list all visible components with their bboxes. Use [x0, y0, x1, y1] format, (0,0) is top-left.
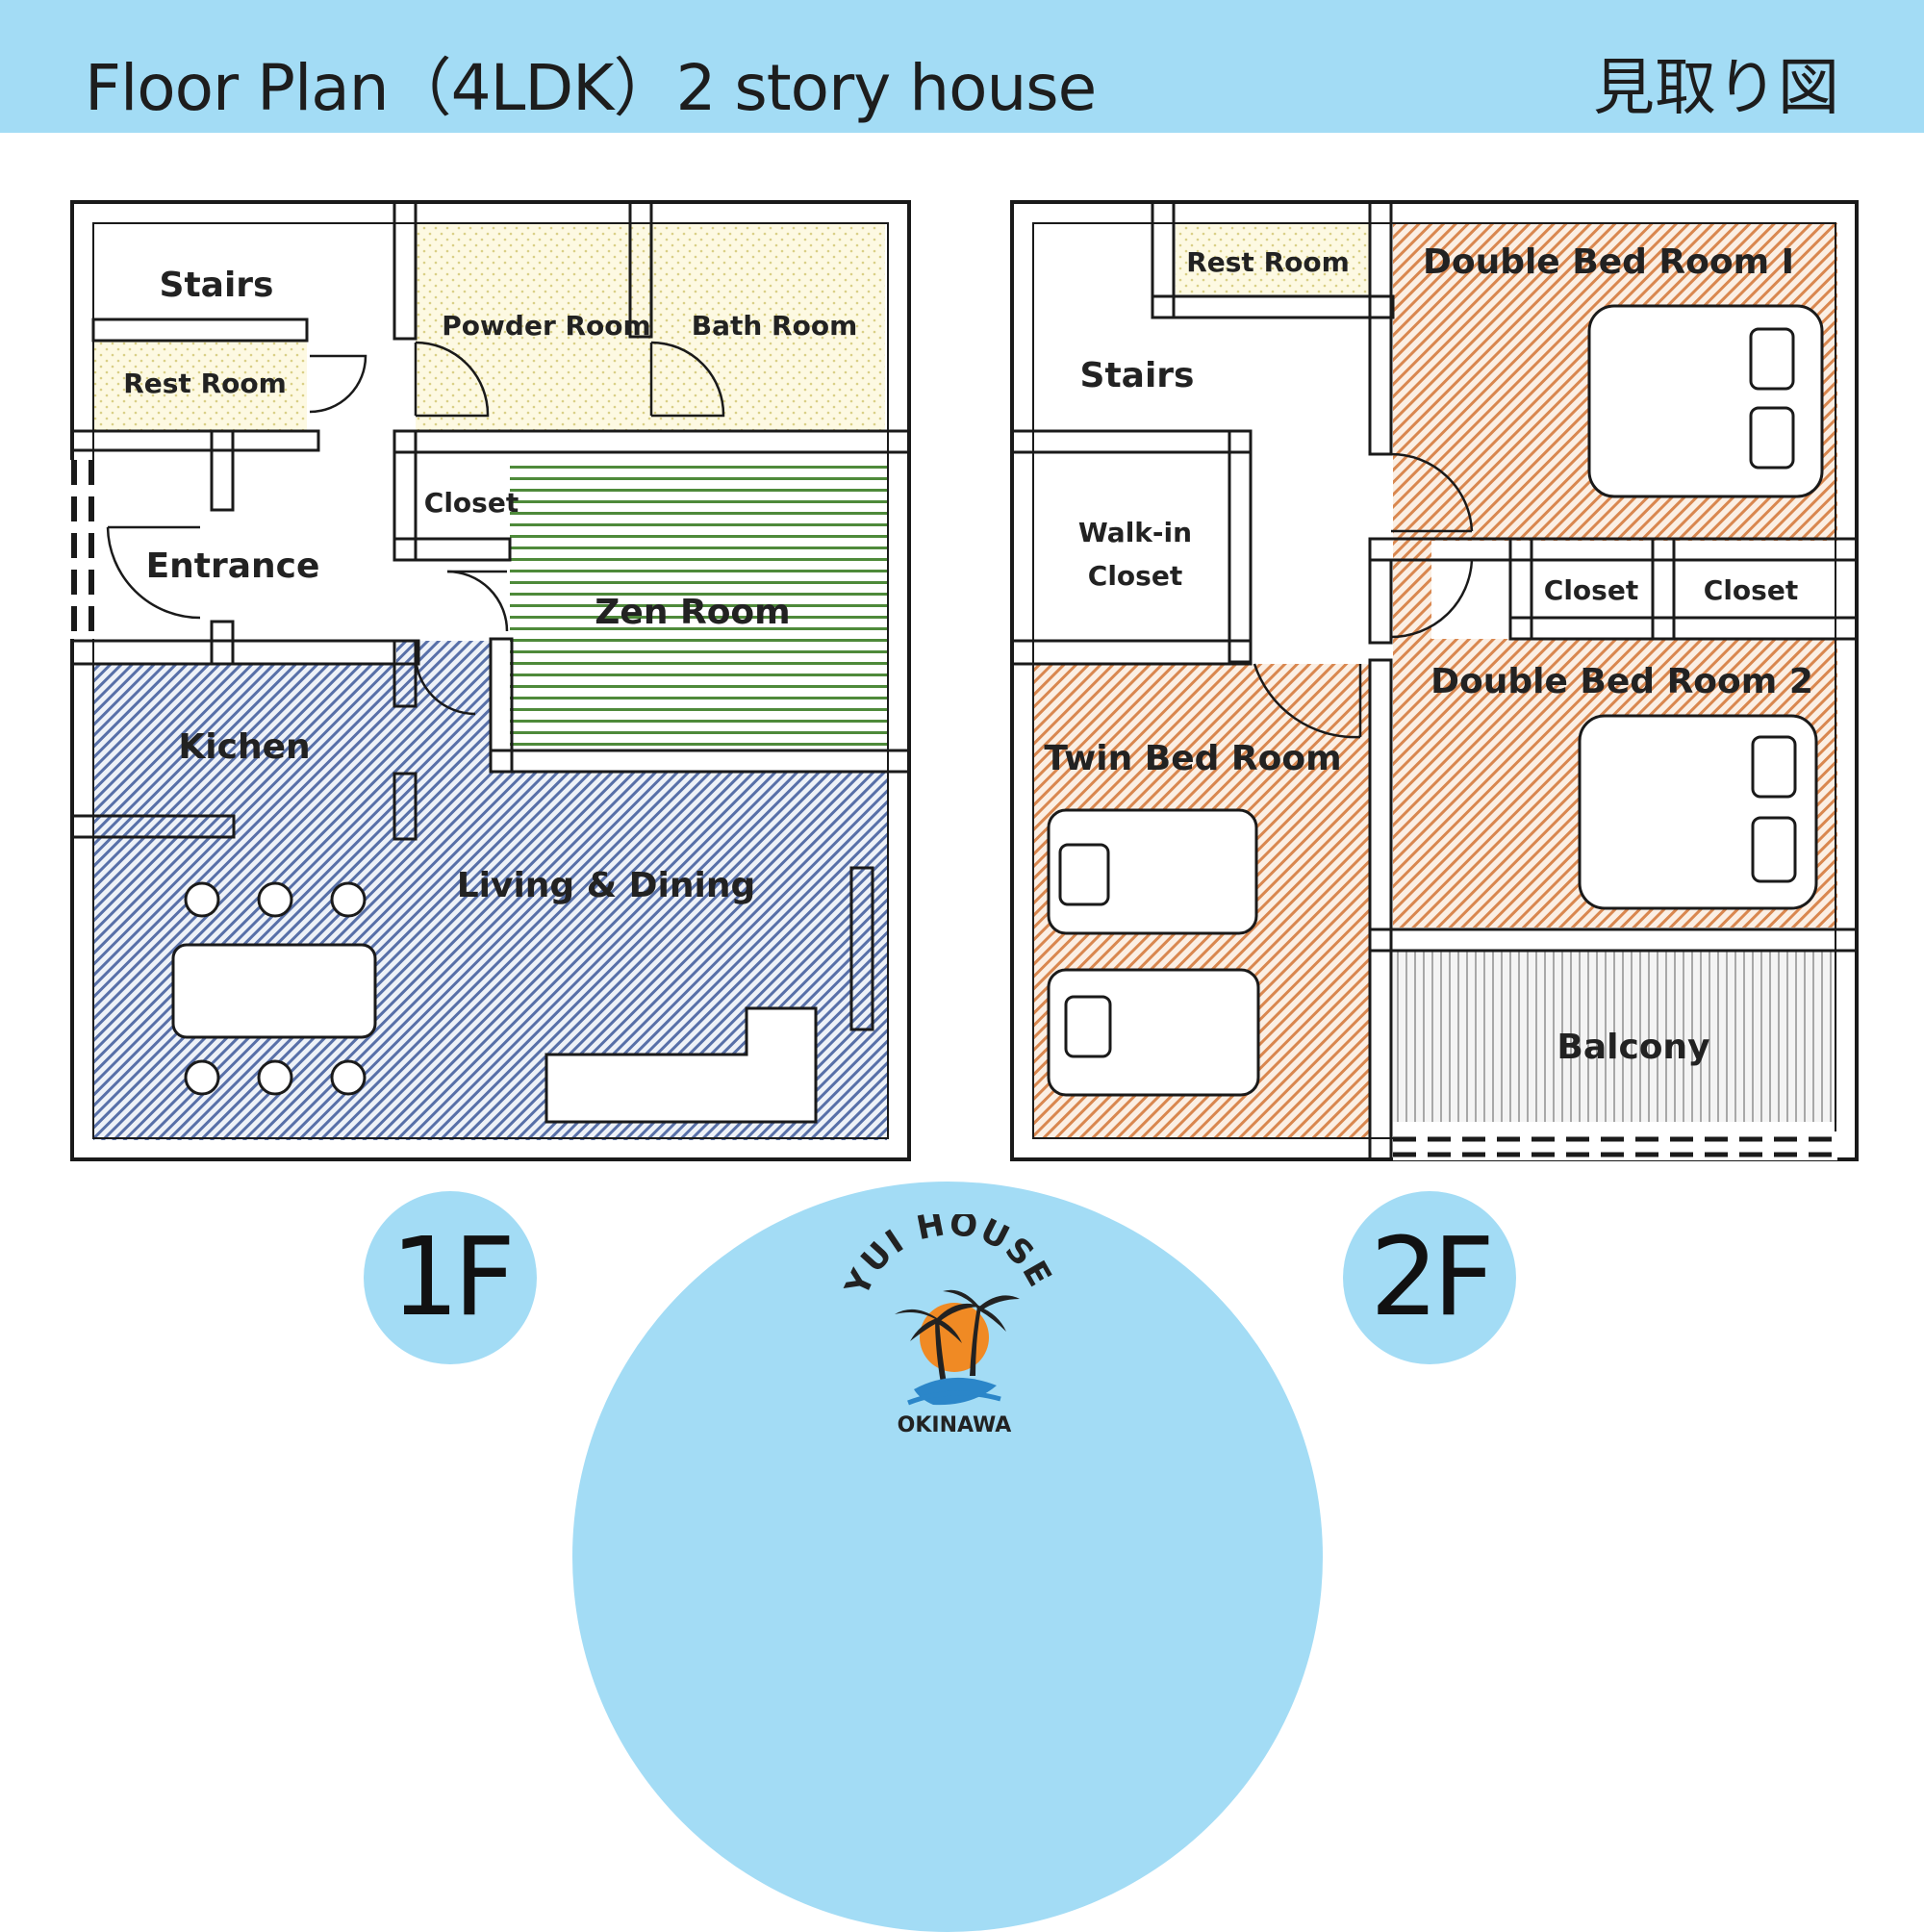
label-kitchen: Kichen: [178, 727, 310, 767]
page-title: Floor Plan（4LDK）2 story house: [85, 51, 1097, 125]
label-zen-room: Zen Room: [595, 593, 790, 632]
floor-2-badge: 2F: [1343, 1191, 1516, 1364]
label-double-bed-1: Double Bed Room Ⅰ: [1423, 242, 1794, 282]
logo-location-text: OKINAWA: [898, 1413, 1012, 1437]
label-closet-2f-a: Closet: [1544, 574, 1638, 606]
rest-room-2f-fill: [1176, 223, 1370, 294]
label-walk-in-line2: Closet: [1088, 560, 1182, 592]
label-living-dining: Living & Dining: [457, 866, 756, 905]
floor-plan-drawing: Stairs Rest Room Powder Room Bath Room C…: [67, 200, 1859, 1161]
zen-room-fill: [510, 460, 887, 749]
palm-tree-icon: [895, 1289, 1020, 1384]
balcony-fill: [1393, 951, 1837, 1122]
floor-2-plan: Rest Room Double Bed Room Ⅰ Stairs Walk-…: [1010, 200, 1859, 1161]
header-bar: Floor Plan（4LDK）2 story house 見取り図: [0, 0, 1924, 133]
label-twin-bed-room: Twin Bed Room: [1044, 739, 1341, 778]
rest-room-1f-fill: [93, 342, 307, 430]
floor-1-plan: Stairs Rest Room Powder Room Bath Room C…: [67, 200, 911, 1161]
svg-text:YUI HOUSE: YUI HOUSE: [838, 1214, 1060, 1303]
label-stairs-2f: Stairs: [1080, 356, 1195, 395]
label-closet-1f: Closet: [424, 487, 519, 519]
label-powder-room: Powder Room: [442, 310, 650, 342]
japanese-title: 見取り図: [1593, 53, 1839, 124]
label-rest-room-2f: Rest Room: [1186, 246, 1350, 278]
label-balcony: Balcony: [1557, 1028, 1709, 1067]
logo-brand-text: YUI HOUSE: [838, 1214, 1058, 1303]
label-stairs-1f: Stairs: [160, 266, 274, 305]
label-entrance: Entrance: [146, 547, 320, 586]
label-rest-room-1f: Rest Room: [123, 368, 287, 399]
label-bath-room: Bath Room: [692, 310, 858, 342]
label-walk-in-line1: Walk-in: [1078, 517, 1192, 548]
label-closet-2f-b: Closet: [1704, 574, 1798, 606]
floor-1-badge: 1F: [364, 1191, 537, 1364]
yui-house-logo: YUI HOUSE OKINAWA: [838, 1214, 1060, 1437]
label-double-bed-2: Double Bed Room 2: [1430, 662, 1813, 701]
